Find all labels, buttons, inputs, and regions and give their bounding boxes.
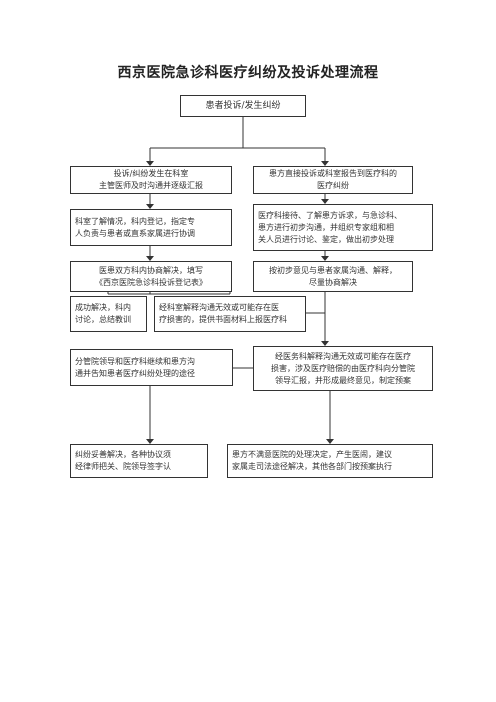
node-negotiation-registration: 医患双方科内协商解决，填写 《西京医院急诊科投诉登记表》 <box>70 261 232 292</box>
arrow-head <box>321 341 329 346</box>
node-dispute-resolved: 纠纷妥善解决，各种协议须 经律师把关、院领导签字认 <box>70 444 208 478</box>
arrow-head <box>321 161 329 166</box>
arrow-head <box>146 204 154 209</box>
arrow-head <box>146 439 154 444</box>
page-title: 西京医院急诊科医疗纠纷及投诉处理流程 <box>117 65 379 81</box>
node-dept-investigation: 科室了解情况，科内登记，指定专 人负责与患者或直系家属进行协调 <box>70 209 232 246</box>
node-dept-complaint: 投诉/纠纷发生在科室 主管医师及时沟通并逐级汇报 <box>70 166 232 194</box>
node-patient-complaint: 患者投诉/发生纠纷 <box>180 95 306 117</box>
arrow-head <box>146 256 154 261</box>
arrow-head <box>146 161 154 166</box>
node-dept-failed-report: 经科室解释沟通无效或可能存在医 疗损害的，提供书面材料上报医疗科 <box>154 296 306 332</box>
node-resolved-success: 成功解决，科内 讨论，总结教训 <box>70 296 147 332</box>
arrow-head <box>321 256 329 261</box>
node-medical-office-reception: 医疗科接待、了解患方诉求，与急诊科、 患方进行初步沟通，并组织专家组和相 关人员… <box>253 204 433 251</box>
node-preliminary-communication: 按初步意见与患者家属沟通、解释， 尽量协商解决 <box>253 261 413 292</box>
arrow-head <box>321 199 329 204</box>
node-judicial-route: 患方不满意医院的处理决定，产生医闹，建议 家属走司法途径解决，其他各部门按预案执… <box>227 444 433 478</box>
node-final-opinion: 经医务科解释沟通无效或可能存在医疗 损害，涉及医疗赔偿的由医疗科向分管院 领导汇… <box>253 346 433 391</box>
node-leadership-communication: 分管院领导和医疗科继续和患方沟 通并告知患者医疗纠纷处理的途径 <box>70 349 233 386</box>
node-direct-complaint: 患方直接投诉或科室报告到医疗科的 医疗纠纷 <box>253 166 413 194</box>
arrow-head <box>326 439 334 444</box>
